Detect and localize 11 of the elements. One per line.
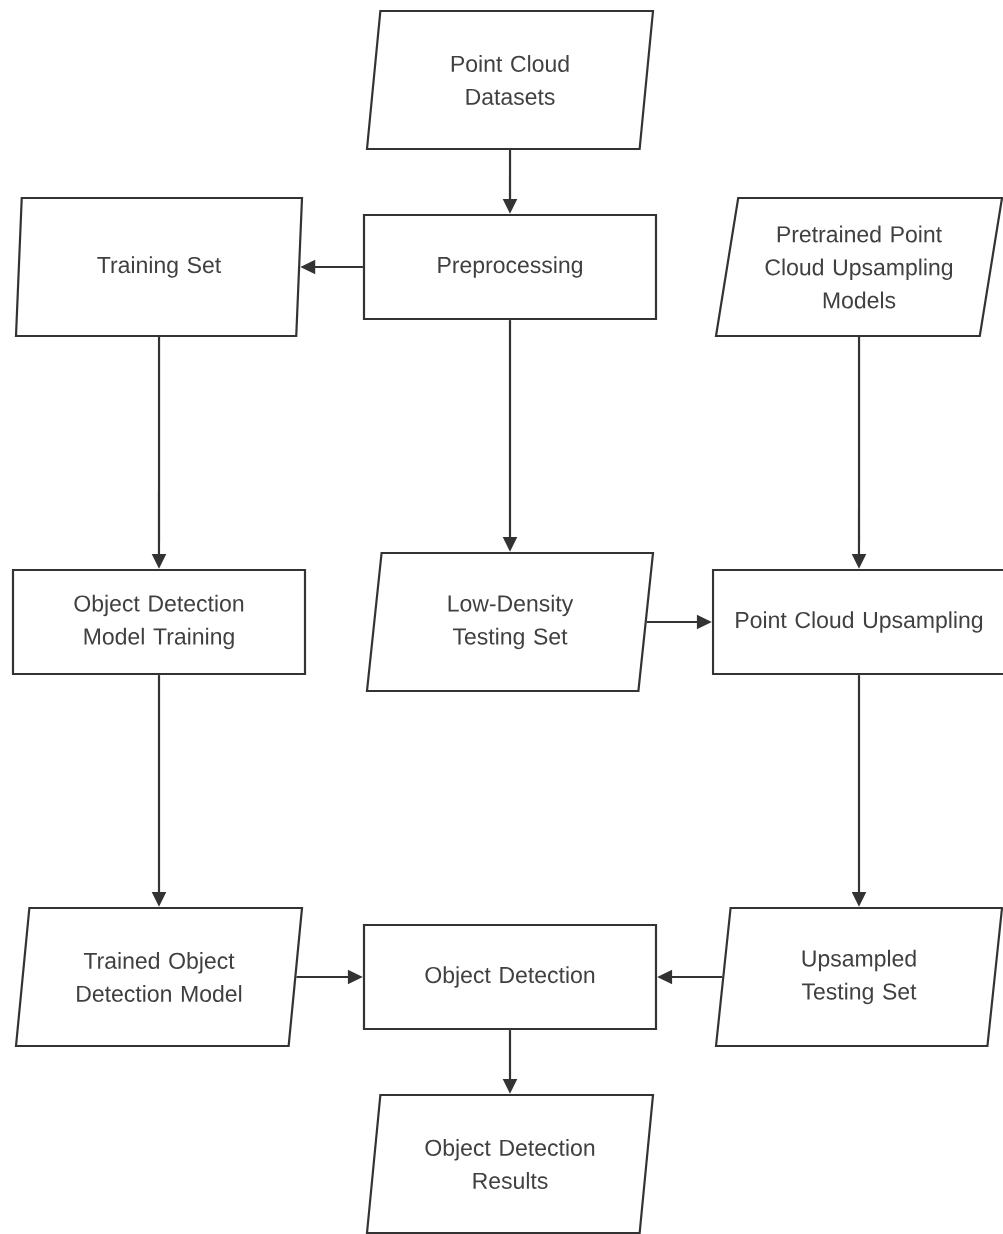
data-parallelogram: Low-Density Testing Set bbox=[365, 551, 655, 693]
data-parallelogram: Trained Object Detection Model bbox=[14, 906, 304, 1048]
process-box: Preprocessing bbox=[362, 213, 658, 321]
data-parallelogram: Training Set bbox=[14, 196, 304, 338]
data-parallelogram: Pretrained Point Cloud Upsampling Models bbox=[714, 196, 1003, 338]
process-box: Point Cloud Upsampling bbox=[711, 568, 1003, 676]
process-box: Object Detection bbox=[362, 923, 658, 1031]
process-box: Object Detection Model Training bbox=[11, 568, 307, 676]
data-parallelogram: Object Detection Results bbox=[365, 1093, 655, 1234]
data-parallelogram: Point Cloud Datasets bbox=[365, 9, 655, 151]
data-parallelogram: Upsampled Testing Set bbox=[714, 906, 1003, 1048]
